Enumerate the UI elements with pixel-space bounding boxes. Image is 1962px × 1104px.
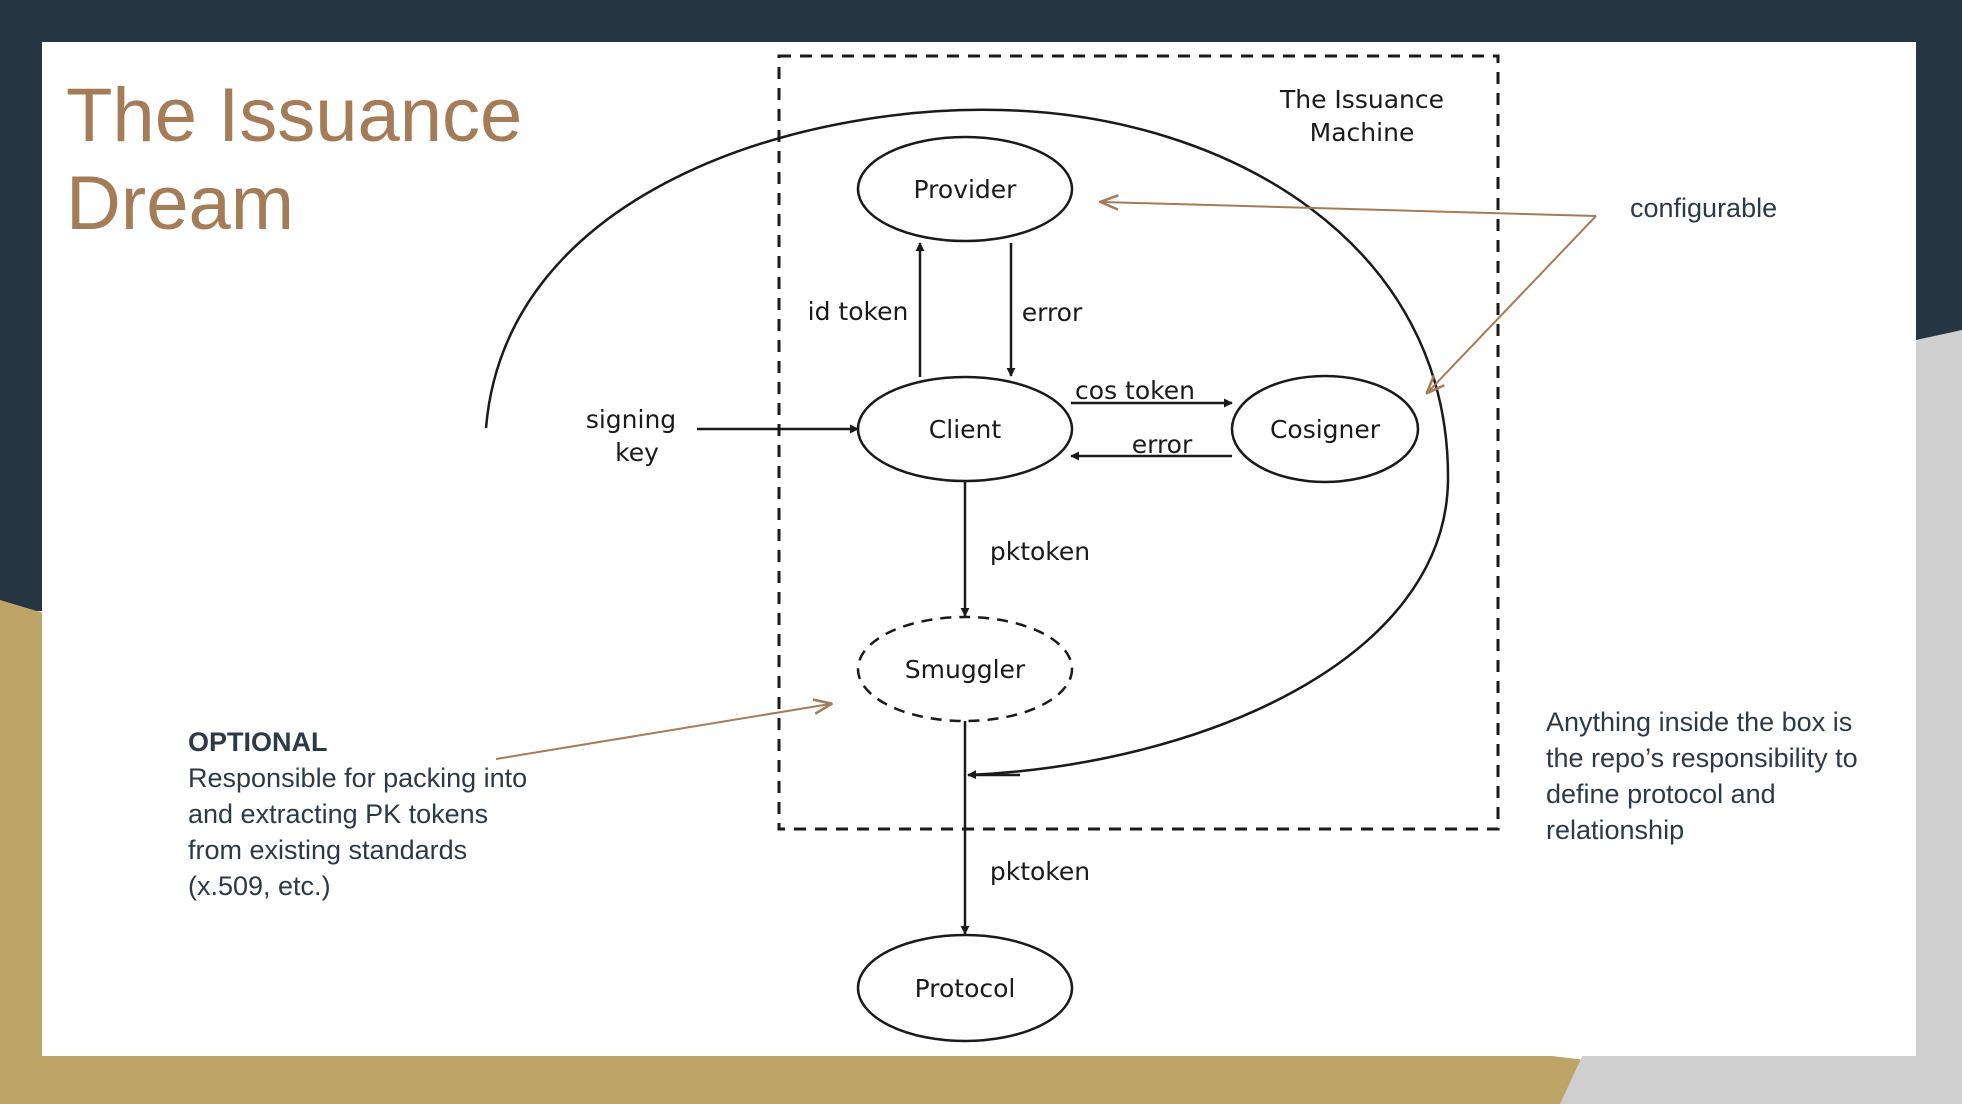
boundary-label-line-2: Machine (1310, 118, 1415, 147)
client-label: Client (929, 415, 1002, 444)
slide-title-line-2: Dream (66, 161, 295, 246)
protocol-label: Protocol (915, 974, 1016, 1003)
signing-key-label-line-2: key (615, 438, 659, 467)
loop-arc (484, 108, 1450, 780)
configurable-pointer-provider (1102, 202, 1597, 217)
provider-node (856, 135, 1074, 243)
edge-cos-token-label: cos token (1075, 376, 1195, 405)
cosigner-label: Cosigner (1270, 415, 1381, 444)
edge-id-token-label: id token (808, 297, 909, 326)
protocol-node (856, 933, 1074, 1043)
box-responsibility-note: Anything inside the box is the repo’s re… (1546, 707, 1858, 845)
slide-title: The Issuance Dream (66, 72, 522, 248)
slide-title-line-1: The Issuance (66, 73, 523, 158)
optional-note-body: Responsible for packing into and extract… (188, 763, 528, 901)
boundary-label-line-1: The Issuance (1279, 85, 1444, 114)
signing-key-label-line-1: signing (586, 405, 676, 434)
issuance-machine-boundary (777, 54, 1500, 831)
edge-pktoken-to-protocol-label: pktoken (990, 857, 1090, 886)
edge-pktoken-to-smuggler-label: pktoken (990, 537, 1090, 566)
configurable-note: configurable (1630, 193, 1778, 223)
smuggler-label: Smuggler (905, 655, 1026, 684)
edge-cosigner-error-label: error (1132, 430, 1193, 459)
smuggler-node (856, 615, 1074, 723)
optional-note-header: OPTIONAL (188, 727, 328, 757)
optional-note: OPTIONAL Responsible for packing into an… (188, 724, 548, 904)
optional-pointer-smuggler (495, 704, 830, 760)
provider-label: Provider (914, 175, 1018, 204)
cosigner-node (1230, 374, 1420, 484)
configurable-pointer-cosigner (1428, 215, 1597, 392)
edge-provider-error-label: error (1022, 298, 1083, 327)
